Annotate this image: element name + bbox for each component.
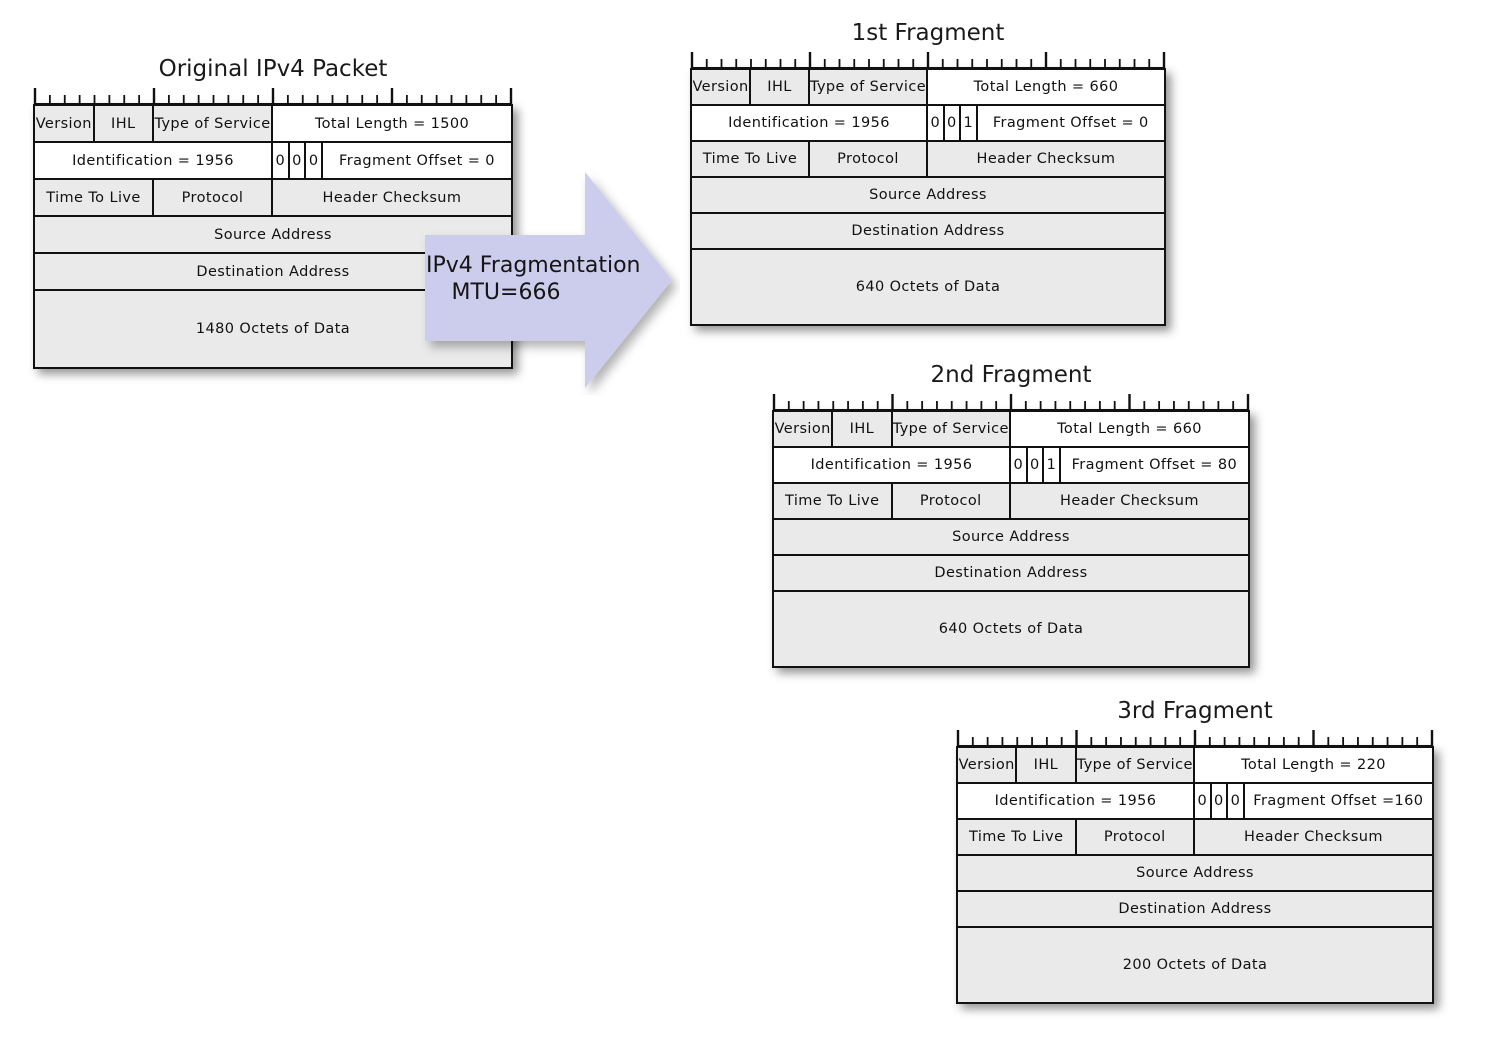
field-type-of-service: Type of Service <box>154 106 273 141</box>
field-type-of-service: Type of Service <box>1076 748 1195 782</box>
field-source-address: Source Address <box>958 856 1432 890</box>
field-0: 0 <box>1011 448 1028 482</box>
field-ihl: IHL <box>1017 748 1077 782</box>
field-0: 0 <box>1228 784 1245 818</box>
field-protocol: Protocol <box>154 180 273 215</box>
packet-row: Destination Address <box>692 214 1164 250</box>
field-640-octets-of-data: 640 Octets of Data <box>692 250 1164 324</box>
field-0: 0 <box>928 106 945 140</box>
field-fragment-offset-0: Fragment Offset = 0 <box>977 106 1164 140</box>
packet-row: Destination Address <box>958 892 1432 928</box>
field-protocol: Protocol <box>892 484 1011 518</box>
field-ihl: IHL <box>94 106 154 141</box>
field-version: Version <box>958 748 1018 782</box>
field-protocol: Protocol <box>810 142 928 176</box>
fragmentation-arrow-shape <box>425 172 672 388</box>
field-type-of-service: Type of Service <box>810 70 928 104</box>
field-fragment-offset-0: Fragment Offset = 0 <box>322 143 511 178</box>
field-version: Version <box>774 412 834 446</box>
field-time-to-live: Time To Live <box>692 142 810 176</box>
field-0: 0 <box>944 106 962 140</box>
packet-title-fragment-2: 2nd Fragment <box>930 362 1092 388</box>
packet-row: 640 Octets of Data <box>692 250 1164 324</box>
field-total-length-660: Total Length = 660 <box>928 70 1164 104</box>
field-identification-1956: Identification = 1956 <box>958 784 1195 818</box>
field-0: 0 <box>273 143 290 178</box>
field-0: 0 <box>289 143 307 178</box>
fragmentation-arrow: IPv4 Fragmentation MTU=666 <box>420 165 680 395</box>
field-fragment-offset-160: Fragment Offset =160 <box>1244 784 1432 818</box>
field-0: 0 <box>1027 448 1045 482</box>
field-header-checksum: Header Checksum <box>1011 484 1248 518</box>
field-identification-1956: Identification = 1956 <box>774 448 1011 482</box>
field-header-checksum: Header Checksum <box>273 180 511 215</box>
field-source-address: Source Address <box>774 520 1248 554</box>
field-ihl: IHL <box>751 70 810 104</box>
field-type-of-service: Type of Service <box>892 412 1011 446</box>
field-200-octets-of-data: 200 Octets of Data <box>958 928 1432 1002</box>
packet-row: 640 Octets of Data <box>774 592 1248 666</box>
packet-row: Source Address <box>774 520 1248 556</box>
packet-title-fragment-1: 1st Fragment <box>851 20 1005 46</box>
field-total-length-220: Total Length = 220 <box>1195 748 1432 782</box>
field-header-checksum: Header Checksum <box>1195 820 1432 854</box>
packet-row: Source Address <box>958 856 1432 892</box>
packet-row: Source Address <box>692 178 1164 214</box>
packet-row: Destination Address <box>774 556 1248 592</box>
field-destination-address: Destination Address <box>774 556 1248 590</box>
field-header-checksum: Header Checksum <box>928 142 1164 176</box>
packet-title-fragment-3: 3rd Fragment <box>1117 698 1273 724</box>
arrow-polygon <box>425 172 672 388</box>
field-time-to-live: Time To Live <box>774 484 893 518</box>
field-version: Version <box>35 106 95 141</box>
field-total-length-1500: Total Length = 1500 <box>273 106 511 141</box>
field-protocol: Protocol <box>1076 820 1195 854</box>
field-fragment-offset-80: Fragment Offset = 80 <box>1060 448 1248 482</box>
field-ihl: IHL <box>833 412 893 446</box>
field-0: 0 <box>1211 784 1229 818</box>
field-1: 1 <box>1044 448 1061 482</box>
field-total-length-660: Total Length = 660 <box>1011 412 1248 446</box>
packet-title-original: Original IPv4 Packet <box>158 56 388 82</box>
field-640-octets-of-data: 640 Octets of Data <box>774 592 1248 666</box>
field-0: 0 <box>306 143 323 178</box>
field-destination-address: Destination Address <box>958 892 1432 926</box>
field-time-to-live: Time To Live <box>35 180 154 215</box>
field-destination-address: Destination Address <box>692 214 1164 248</box>
field-identification-1956: Identification = 1956 <box>692 106 928 140</box>
field-version: Version <box>692 70 751 104</box>
field-time-to-live: Time To Live <box>958 820 1077 854</box>
field-0: 0 <box>1195 784 1212 818</box>
field-1: 1 <box>961 106 978 140</box>
field-identification-1956: Identification = 1956 <box>35 143 273 178</box>
field-source-address: Source Address <box>692 178 1164 212</box>
packet-row: 200 Octets of Data <box>958 928 1432 1002</box>
